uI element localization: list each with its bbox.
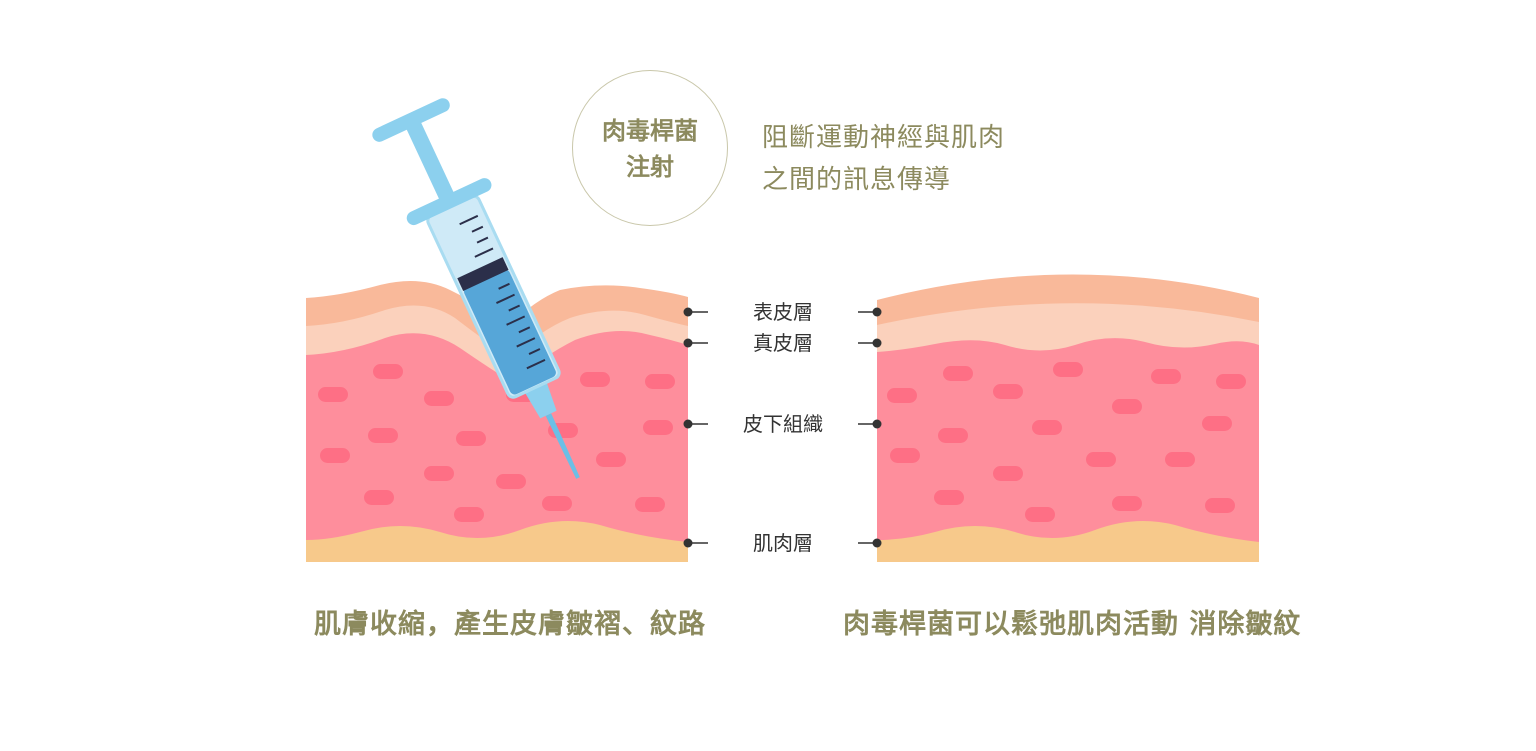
injection-circle [572, 70, 728, 226]
caption-right: 肉毒桿菌可以鬆弛肌肉活動 消除皺紋 [843, 609, 1302, 640]
smooth-skin-block [877, 274, 1259, 562]
muscle-layer-right [877, 521, 1259, 562]
syringe-liquid [464, 269, 556, 395]
wrinkled-skin-block [306, 281, 688, 562]
injection-title-line2: 注射 [626, 153, 674, 181]
subcutaneous-layer-left [306, 331, 688, 562]
syringe-icon [372, 98, 580, 479]
label-muscle: 肌肉層 [708, 531, 858, 555]
label-epidermis: 表皮層 [708, 300, 858, 324]
caption-left: 肌膚收縮，產生皮膚皺褶、紋路 [314, 609, 706, 640]
injection-title: 肉毒桿菌 注射 [572, 113, 728, 185]
label-dermis: 真皮層 [708, 331, 858, 355]
injection-title-line1: 肉毒桿菌 [602, 117, 698, 145]
description-line1: 阻斷運動神經與肌肉 [762, 123, 1006, 153]
subcutaneous-layer-right [877, 338, 1259, 562]
muscle-layer-left [306, 521, 688, 562]
plunger-head [457, 257, 509, 291]
needle [545, 413, 580, 479]
label-subcutaneous: 皮下組織 [708, 412, 858, 436]
mechanism-description: 阻斷運動神經與肌肉 之間的訊息傳導 [762, 117, 1005, 201]
graduations [459, 214, 546, 370]
cells-right [887, 362, 1246, 522]
flange [406, 178, 492, 226]
description-line2: 之間的訊息傳導 [762, 165, 952, 195]
needle-hub [524, 382, 557, 419]
thumb-rest [372, 98, 450, 142]
plunger-rod [405, 119, 455, 201]
